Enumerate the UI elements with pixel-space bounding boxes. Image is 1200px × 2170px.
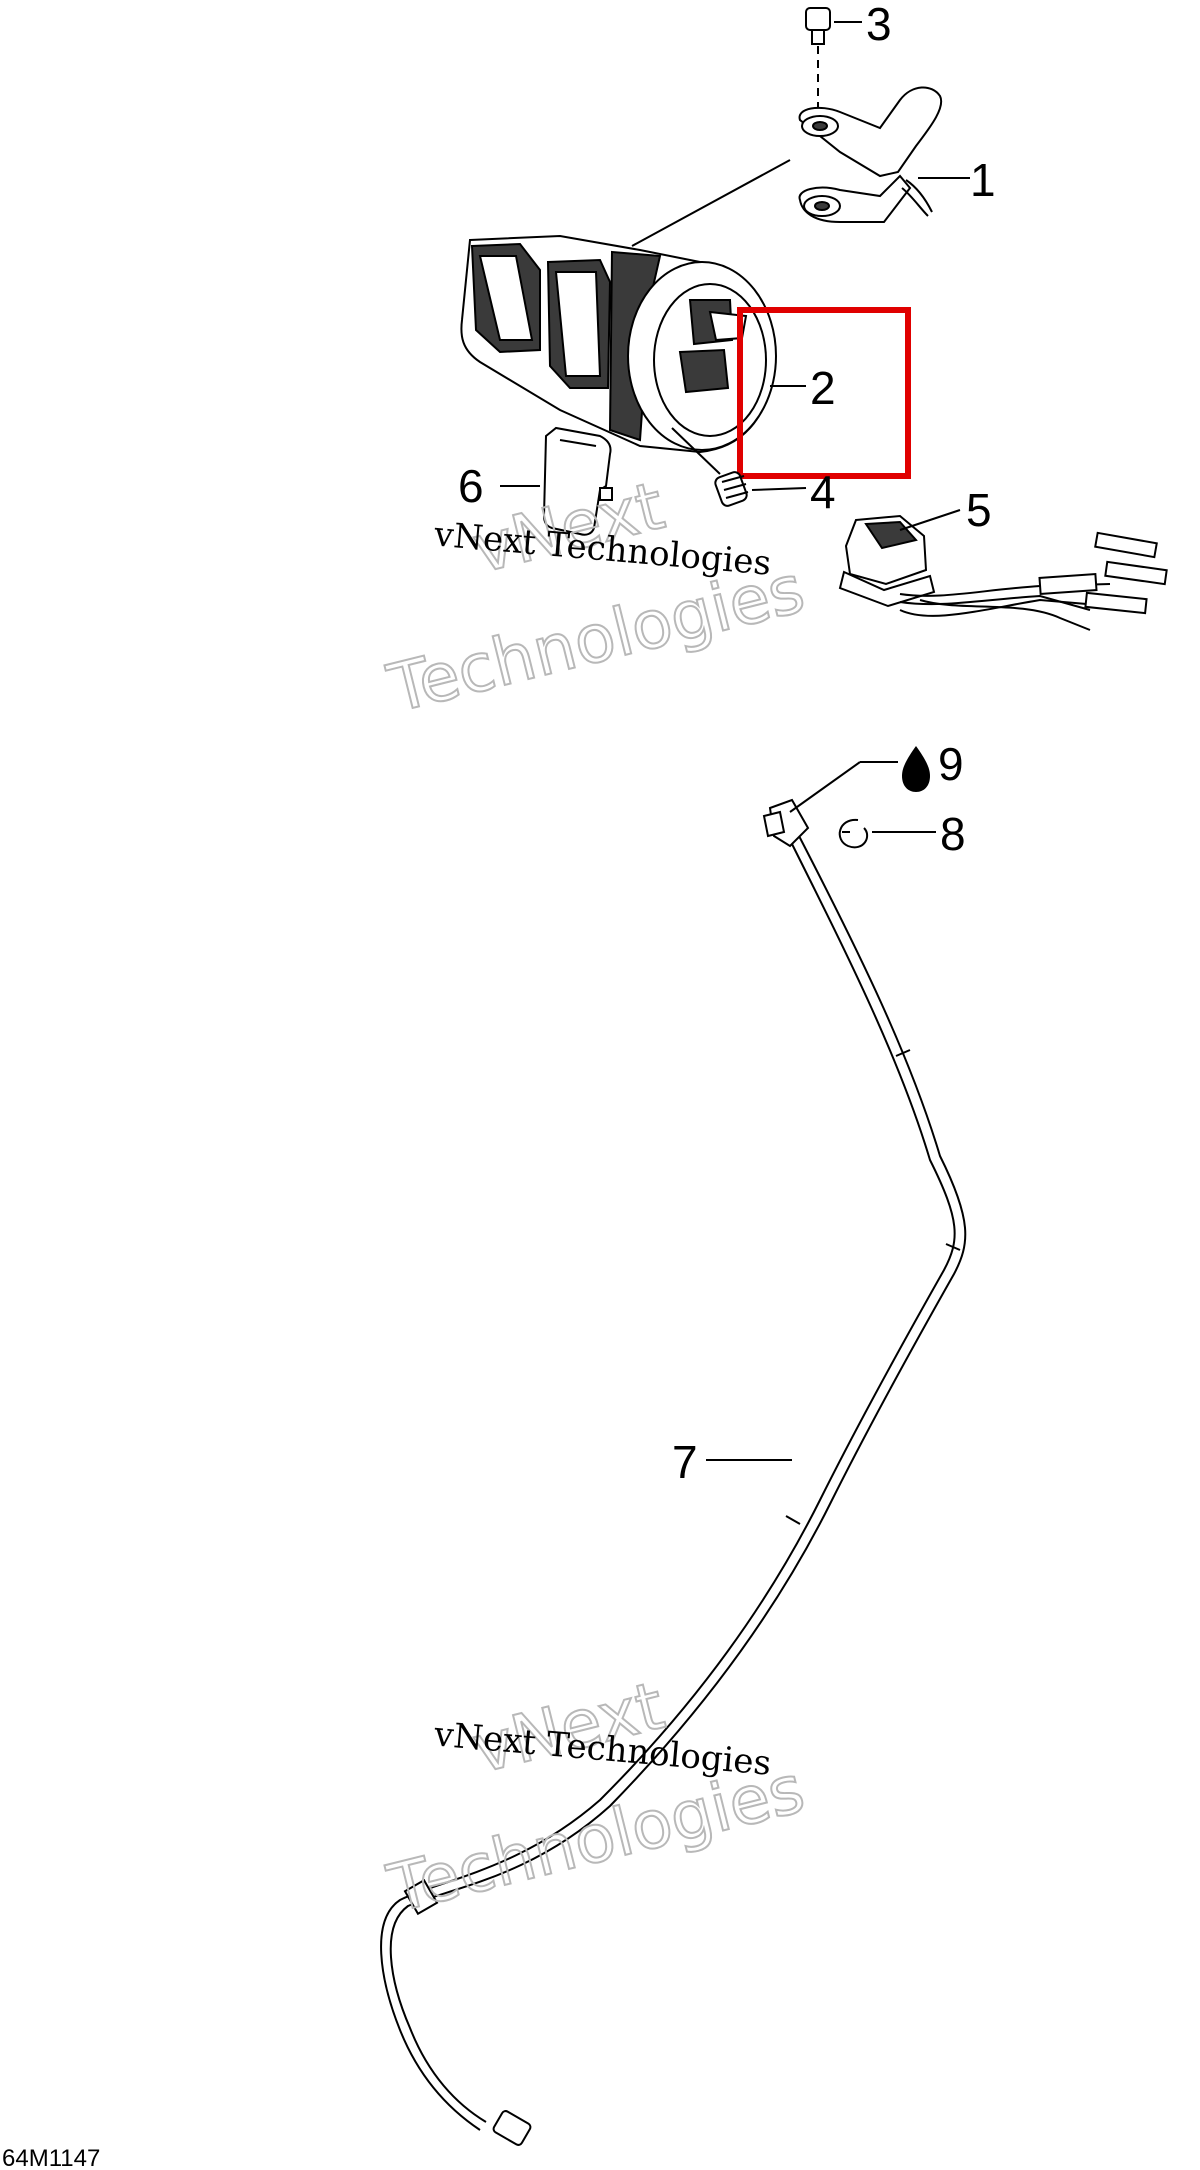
callout-1: 1 [970, 154, 996, 206]
callout-5: 5 [966, 484, 992, 536]
lubricant-drop-icon [902, 746, 930, 792]
watermark-top: vNext Technologies vNext Technologies [379, 466, 812, 729]
part-8-e-clip[interactable] [838, 818, 869, 849]
callout-3: 3 [866, 0, 892, 50]
leader-5 [899, 509, 961, 531]
callout-8: 8 [940, 808, 966, 860]
callout-6: 6 [458, 460, 484, 512]
figure-id: 64M1147 [2, 2145, 100, 2170]
highlight-box-part-2 [737, 307, 911, 479]
leader-housing-to-lever [631, 159, 791, 247]
callout-9: 9 [938, 738, 964, 790]
part-6-cover[interactable] [542, 426, 613, 536]
callout-7: 7 [672, 1436, 698, 1488]
leader-4 [751, 487, 807, 491]
callout-4: 4 [810, 466, 836, 518]
part-1-throttle-lever[interactable] [798, 86, 943, 223]
part-5-switch-assembly[interactable] [838, 514, 1168, 631]
part-7-throttle-cable[interactable] [380, 798, 967, 2146]
callout-2: 2 [810, 362, 836, 414]
part-2-throttle-housing[interactable] [460, 234, 777, 454]
watermark-bottom: vNext Technologies vNext Technologies [379, 1666, 812, 1929]
leader-9 [789, 761, 861, 813]
part-3-screw[interactable] [805, 7, 831, 110]
part-4-set-screw[interactable] [671, 427, 749, 508]
